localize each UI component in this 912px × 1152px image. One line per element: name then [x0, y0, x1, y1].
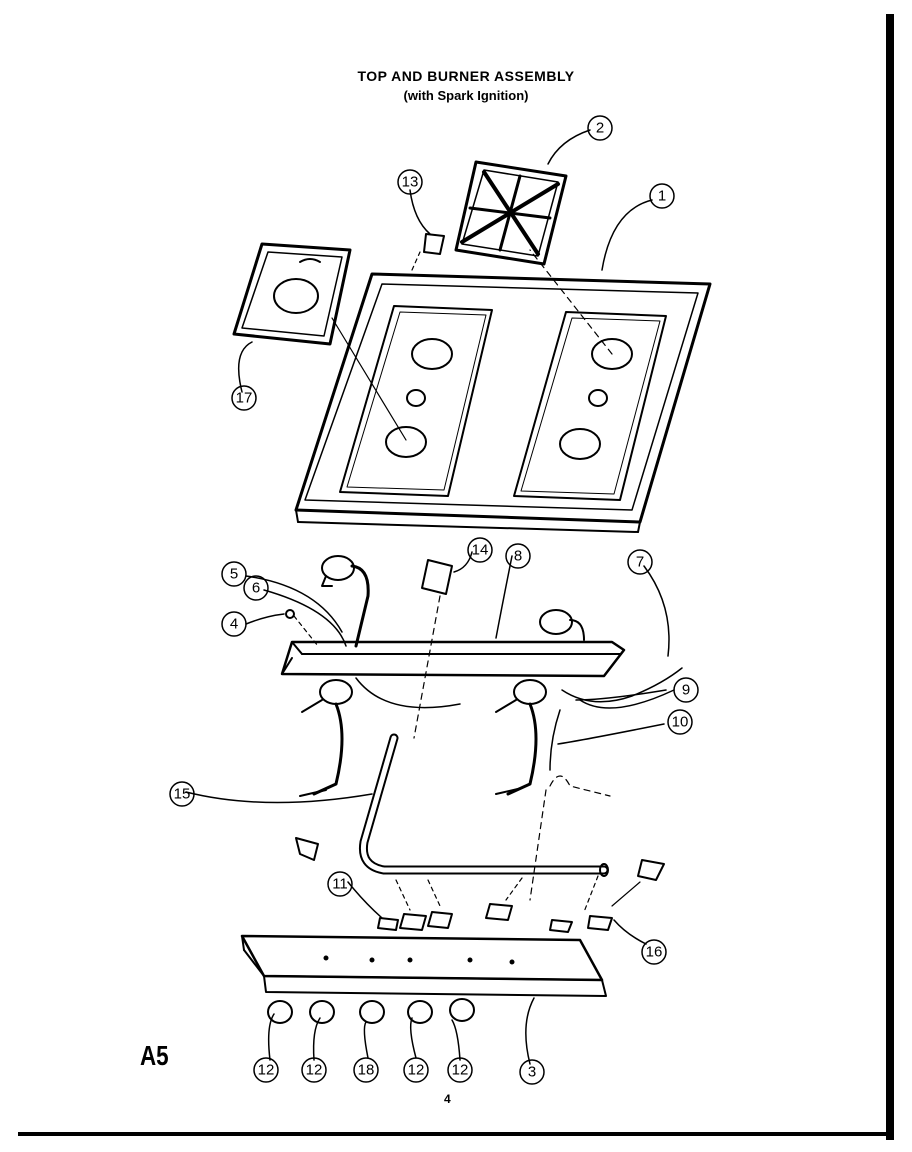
callout-12b: 12 [301, 1057, 327, 1083]
cooktop-panel [294, 272, 712, 533]
callout-11: 11 [327, 871, 353, 897]
nut [285, 609, 295, 619]
burner-grate [454, 160, 613, 355]
igniter-wires [355, 667, 683, 771]
callout-9: 9 [673, 677, 699, 703]
svg-text:3: 3 [528, 1064, 536, 1081]
burner-hole [588, 389, 608, 407]
callout-18: 18 [353, 1057, 379, 1083]
svg-text:10: 10 [672, 714, 689, 731]
svg-text:6: 6 [252, 580, 260, 597]
callouts: 1 2 3 4 5 6 7 8 9 10 11 12 12 18 12 12 1… [169, 115, 699, 1085]
diagram-title: TOP AND BURNER ASSEMBLY [357, 68, 575, 84]
svg-text:12: 12 [408, 1062, 425, 1079]
burner-rear-right [539, 609, 585, 641]
control-panel [240, 934, 607, 997]
burner-hole [406, 389, 426, 407]
burner-front-left [299, 679, 353, 797]
svg-text:18: 18 [358, 1062, 375, 1079]
diagram-subtitle: (with Spark Ignition) [403, 88, 529, 103]
callout-15: 15 [169, 781, 195, 807]
page-border-right [886, 14, 894, 1140]
callout-17: 17 [231, 385, 257, 411]
callout-2: 2 [587, 115, 613, 141]
svg-text:2: 2 [596, 120, 604, 137]
svg-text:4: 4 [230, 616, 238, 633]
manifold-bracket [295, 837, 319, 861]
callout-1: 1 [649, 183, 675, 209]
callout-8: 8 [505, 543, 531, 569]
svg-text:1: 1 [658, 188, 666, 205]
burner-support-bar [280, 640, 626, 678]
svg-text:12: 12 [258, 1062, 275, 1079]
ignition-module [413, 559, 453, 739]
callout-16: 16 [641, 939, 667, 965]
callout-12a: 12 [253, 1057, 279, 1083]
callout-6: 6 [243, 575, 269, 601]
leader-lines [185, 129, 670, 1065]
page-number: 4 [444, 1092, 451, 1106]
control-knobs [267, 998, 475, 1024]
burner-hole [385, 426, 427, 458]
valves [377, 859, 665, 933]
burner-front-right [495, 679, 547, 796]
callout-13: 13 [397, 169, 423, 195]
svg-text:5: 5 [230, 566, 238, 583]
callout-3: 3 [519, 1059, 545, 1085]
gas-manifold [358, 733, 611, 901]
burner-hole [411, 338, 453, 370]
callout-5: 5 [221, 561, 247, 587]
callout-10: 10 [667, 709, 693, 735]
callout-14: 14 [467, 537, 493, 563]
page-border-bottom [18, 1132, 894, 1136]
drip-pan [232, 242, 407, 441]
svg-text:11: 11 [332, 876, 348, 893]
callout-12d: 12 [447, 1057, 473, 1083]
burner-rear-left [321, 555, 370, 648]
svg-text:9: 9 [682, 682, 690, 699]
callout-12c: 12 [403, 1057, 429, 1083]
callout-7: 7 [627, 549, 653, 575]
clip [411, 233, 445, 271]
svg-text:13: 13 [402, 174, 419, 191]
svg-text:14: 14 [472, 542, 489, 559]
svg-text:7: 7 [636, 554, 644, 571]
svg-text:15: 15 [174, 786, 191, 803]
svg-text:12: 12 [452, 1062, 469, 1079]
svg-text:8: 8 [514, 548, 522, 565]
burner-hole [559, 428, 601, 460]
svg-text:12: 12 [306, 1062, 323, 1079]
svg-text:16: 16 [646, 944, 663, 961]
burner-hole [591, 338, 633, 370]
callout-4: 4 [221, 611, 247, 637]
section-code: A5 [140, 1040, 169, 1071]
svg-text:17: 17 [236, 390, 253, 407]
